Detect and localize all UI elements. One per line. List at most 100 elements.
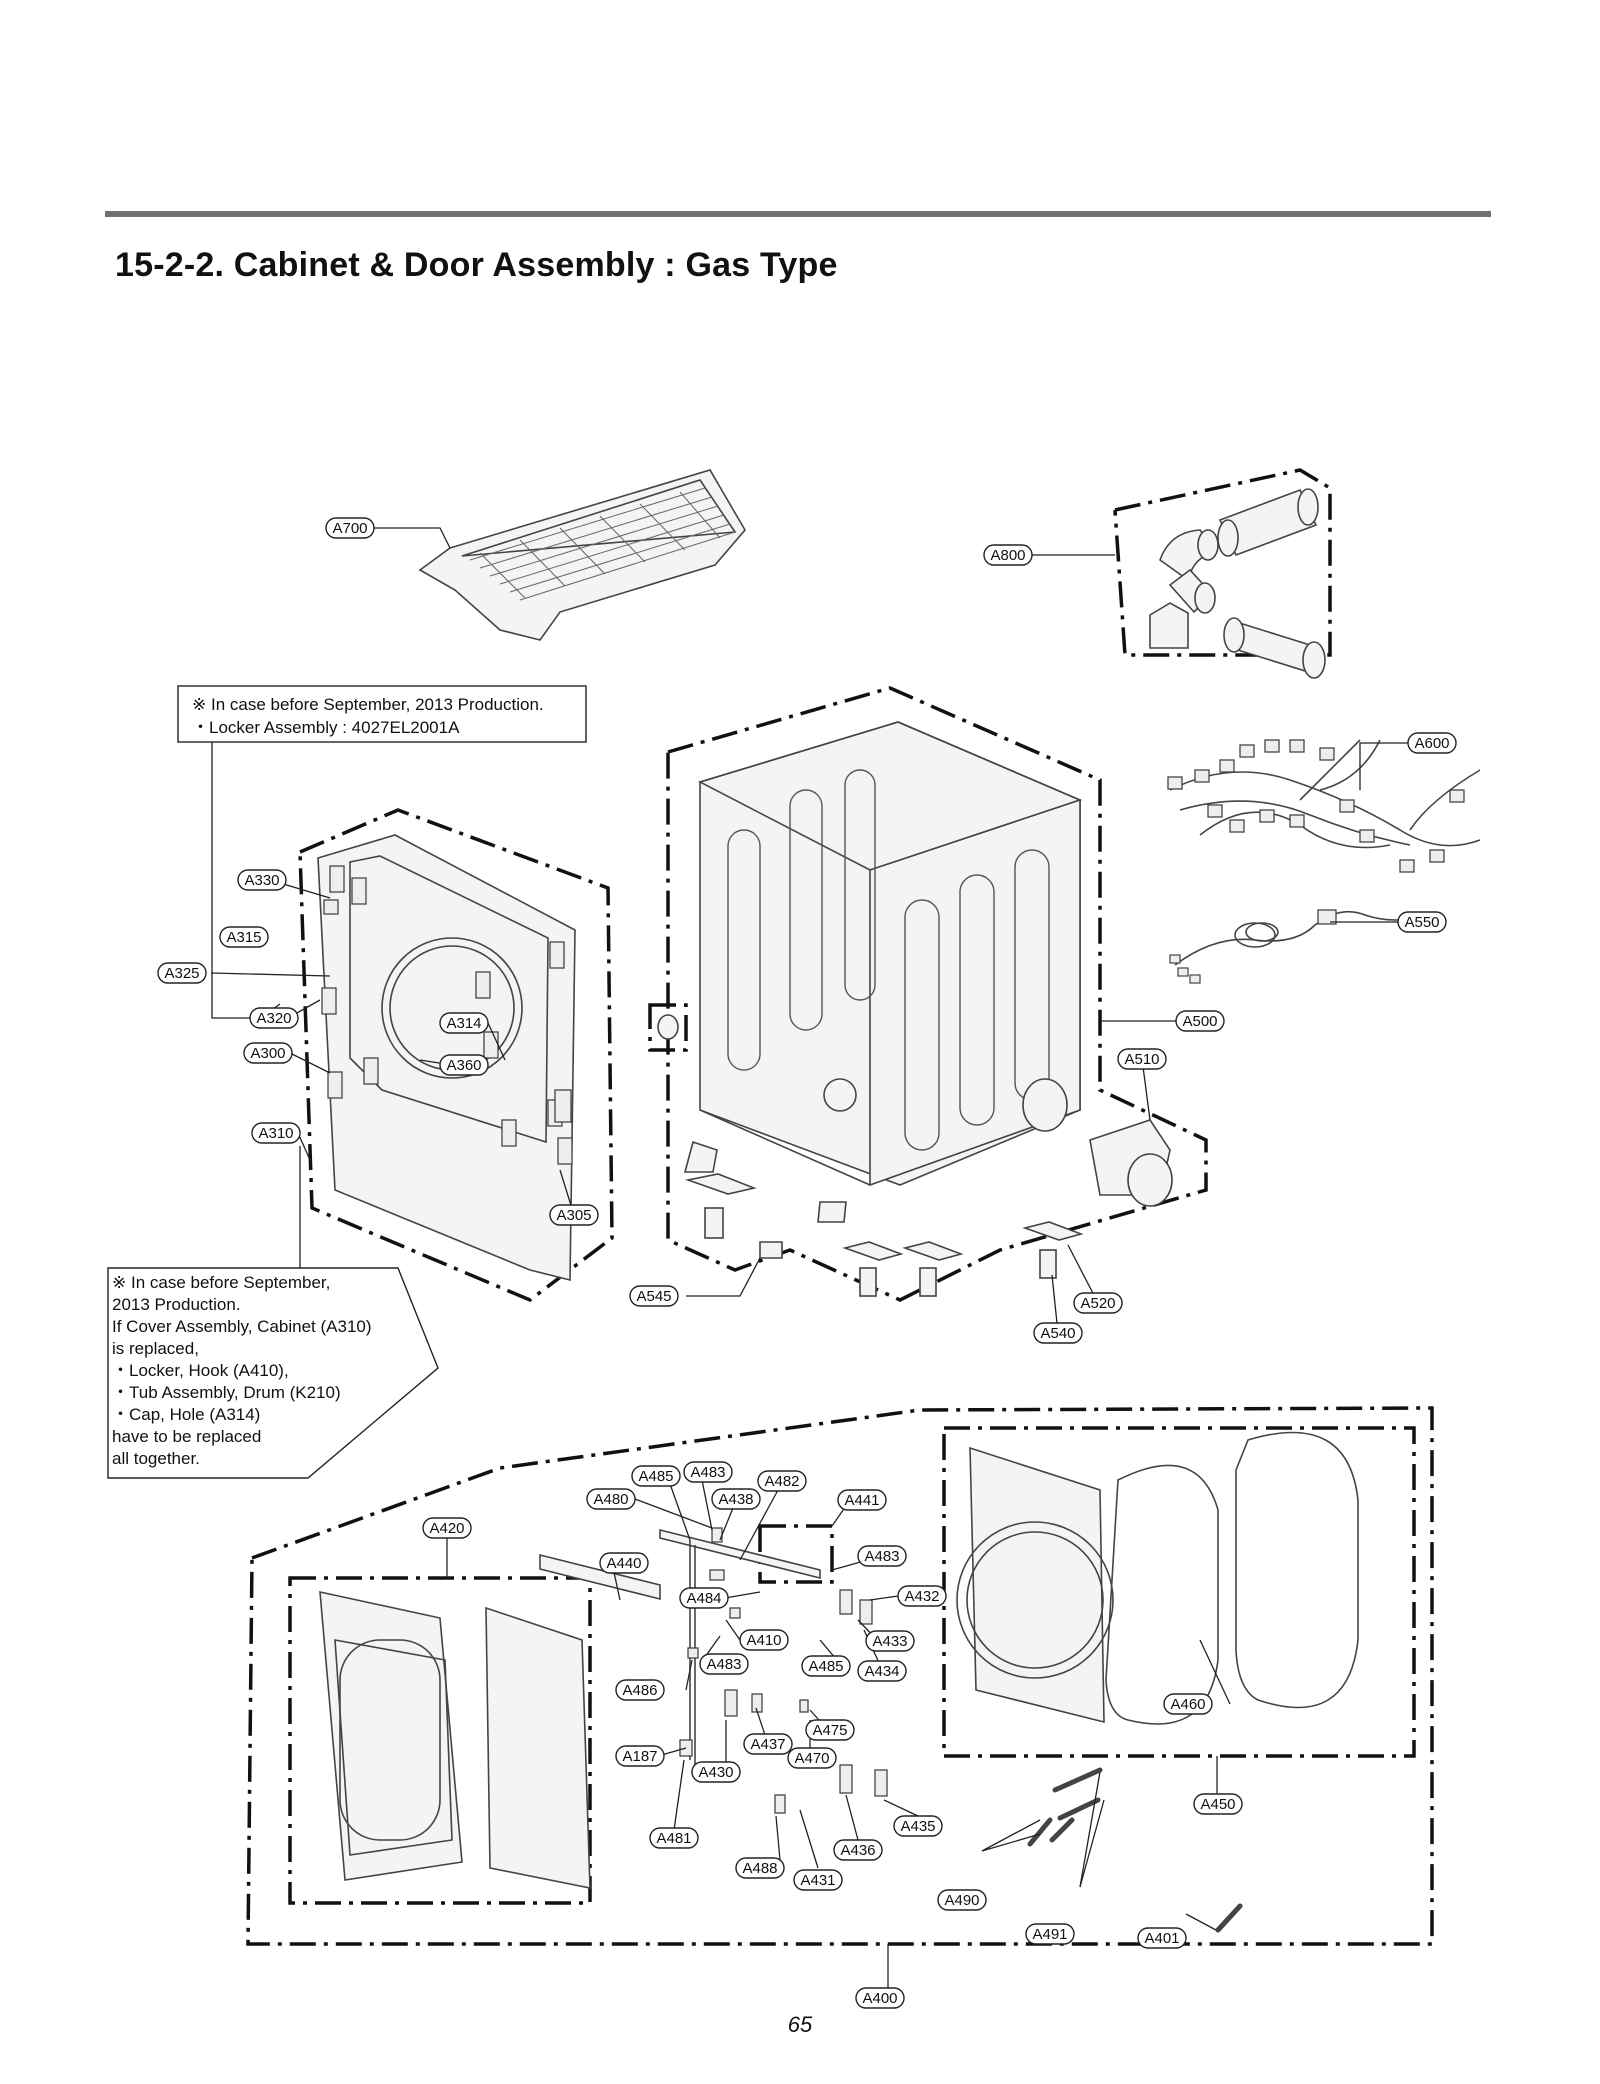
callout-A410: A410 — [739, 1629, 789, 1651]
note-bottom-line6: ・Tub Assembly, Drum (K210) — [112, 1383, 341, 1402]
callout-A433: A433 — [865, 1630, 915, 1652]
note-bottom: ※ In case before September, 2013 Product… — [107, 1267, 439, 1479]
svg-text:A437: A437 — [750, 1736, 785, 1753]
group-box-door-assembly — [246, 1406, 1434, 1946]
svg-text:A330: A330 — [244, 872, 279, 889]
part-drying-rack — [418, 469, 746, 641]
svg-text:A441: A441 — [844, 1492, 879, 1509]
svg-text:A434: A434 — [864, 1663, 899, 1680]
callout-A310: A310 — [251, 1122, 301, 1144]
callout-A437: A437 — [743, 1733, 793, 1755]
svg-text:A550: A550 — [1404, 914, 1439, 931]
callout-A420: A420 — [422, 1517, 472, 1539]
group-box-exhaust-kit — [1113, 468, 1332, 657]
svg-text:A431: A431 — [800, 1872, 835, 1889]
note-bottom-line2: 2013 Production. — [112, 1295, 241, 1314]
header-rule — [105, 211, 1491, 217]
svg-text:A401: A401 — [1144, 1930, 1179, 1947]
callout-A483b: A483 — [857, 1545, 907, 1567]
callout-A325: A325 — [157, 962, 207, 984]
callout-A483a: A483 — [683, 1461, 733, 1483]
svg-text:A432: A432 — [904, 1588, 939, 1605]
callout-A187: A187 — [615, 1745, 665, 1767]
svg-text:A187: A187 — [622, 1748, 657, 1765]
callout-A330: A330 — [237, 869, 287, 891]
svg-text:A484: A484 — [686, 1590, 721, 1607]
callout-A432: A432 — [897, 1585, 947, 1607]
svg-text:A510: A510 — [1124, 1051, 1159, 1068]
svg-text:A480: A480 — [593, 1491, 628, 1508]
callout-A434: A434 — [857, 1660, 907, 1682]
svg-text:A430: A430 — [698, 1764, 733, 1781]
callout-A483c: A483 — [699, 1653, 749, 1675]
svg-text:A482: A482 — [764, 1473, 799, 1490]
svg-text:A305: A305 — [556, 1207, 591, 1224]
svg-text:A481: A481 — [656, 1830, 691, 1847]
svg-text:A310: A310 — [258, 1125, 293, 1142]
part-cabinet-body — [697, 721, 1083, 1187]
group-box-cabinet-cover — [298, 808, 614, 1303]
callout-A550: A550 — [1397, 911, 1447, 933]
svg-text:A483: A483 — [690, 1464, 725, 1481]
callout-A485a: A485 — [631, 1465, 681, 1487]
callout-A470: A470 — [787, 1747, 837, 1769]
svg-text:A314: A314 — [446, 1015, 481, 1032]
svg-text:A800: A800 — [990, 547, 1025, 564]
note-bottom-line9: all together. — [112, 1449, 200, 1468]
svg-text:A700: A700 — [332, 520, 367, 537]
callout-A480: A480 — [586, 1488, 636, 1510]
callout-A510: A510 — [1117, 1048, 1167, 1070]
note-bottom-line8: have to be replaced — [112, 1427, 261, 1446]
svg-text:A485: A485 — [808, 1658, 843, 1675]
note-bottom-line5: ・Locker, Hook (A410), — [112, 1361, 289, 1380]
svg-text:A500: A500 — [1182, 1013, 1217, 1030]
part-door-hardware — [539, 1527, 888, 1814]
note-bottom-line4: is replaced, — [112, 1339, 199, 1358]
svg-text:A300: A300 — [250, 1045, 285, 1062]
svg-text:A460: A460 — [1170, 1696, 1205, 1713]
svg-text:A325: A325 — [164, 965, 199, 982]
callout-A440: A440 — [599, 1552, 649, 1574]
svg-text:A490: A490 — [944, 1892, 979, 1909]
callout-A314: A314 — [439, 1012, 489, 1034]
svg-text:A435: A435 — [900, 1818, 935, 1835]
callout-A486: A486 — [615, 1679, 665, 1701]
part-leveling-feet — [683, 1119, 1173, 1297]
part-door-frame — [956, 1431, 1359, 1725]
svg-text:A545: A545 — [636, 1288, 671, 1305]
svg-text:A600: A600 — [1414, 735, 1449, 752]
callout-A401: A401 — [1137, 1927, 1187, 1949]
callout-A482: A482 — [757, 1470, 807, 1492]
callout-A360: A360 — [439, 1054, 489, 1076]
part-power-cord — [1169, 909, 1426, 984]
callout-A484: A484 — [679, 1587, 729, 1609]
callout-A450: A450 — [1193, 1793, 1243, 1815]
svg-text:A315: A315 — [226, 929, 261, 946]
callout-A460: A460 — [1163, 1693, 1213, 1715]
note-top-line2: ・Locker Assembly : 4027EL2001A — [192, 718, 460, 737]
svg-text:A475: A475 — [812, 1722, 847, 1739]
callout-A600: A600 — [1407, 732, 1457, 754]
svg-text:A520: A520 — [1080, 1295, 1115, 1312]
callout-A300: A300 — [243, 1042, 293, 1064]
callout-A431: A431 — [793, 1869, 843, 1891]
svg-text:A433: A433 — [872, 1633, 907, 1650]
callout-A430: A430 — [691, 1761, 741, 1783]
callout-A435: A435 — [893, 1815, 943, 1837]
callout-A320: A320 — [249, 1007, 299, 1029]
callout-A500: A500 — [1175, 1010, 1225, 1032]
box-hinge-detail — [758, 1524, 834, 1584]
callout-A800: A800 — [983, 544, 1033, 566]
group-box-door — [288, 1576, 592, 1905]
svg-text:A540: A540 — [1040, 1325, 1075, 1342]
callout-A490: A490 — [937, 1889, 987, 1911]
svg-text:A410: A410 — [746, 1632, 781, 1649]
part-exhaust-duct — [1149, 488, 1326, 679]
svg-text:A440: A440 — [606, 1555, 641, 1572]
callout-A700: A700 — [325, 517, 375, 539]
note-bottom-line3: If Cover Assembly, Cabinet (A310) — [112, 1317, 372, 1336]
page-number: 65 — [787, 2012, 813, 2037]
svg-text:A491: A491 — [1032, 1926, 1067, 1943]
svg-text:A360: A360 — [446, 1057, 481, 1074]
